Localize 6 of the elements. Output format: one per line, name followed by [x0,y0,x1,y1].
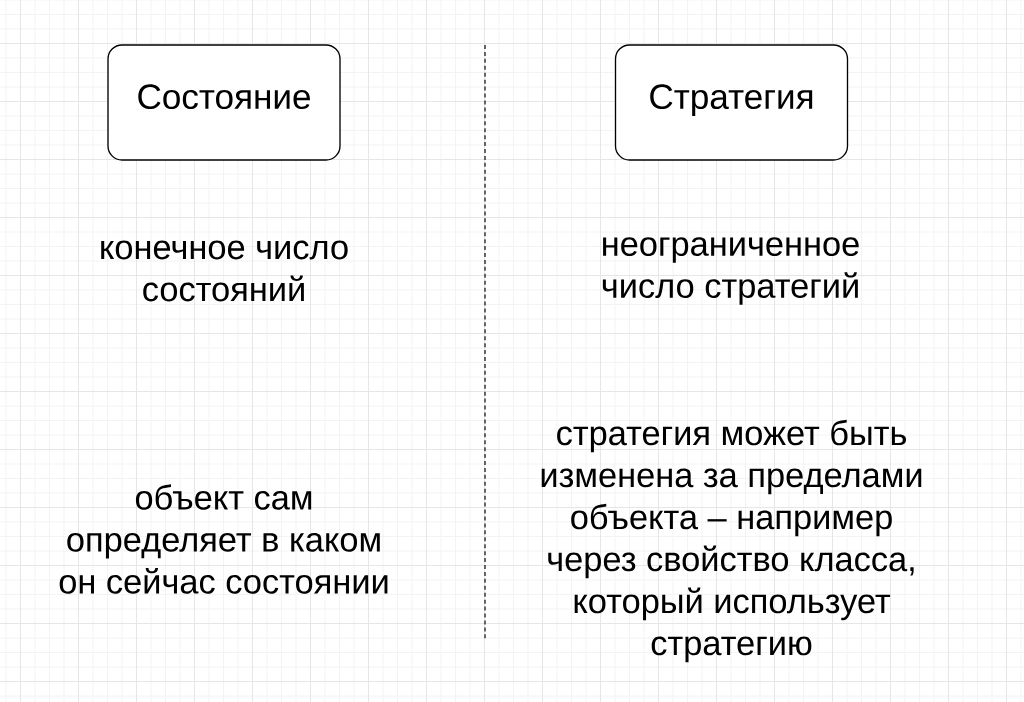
note-text: конечное число состояний [101,240,348,302]
rounded-box: Стратегия [614,44,849,161]
rounded-box: Состояние [107,44,341,161]
note-text: стратегия может быть изменена за пределами объекта – например через свойство класса, который использует стратегию [541,419,922,663]
note-text: неограниченное число стратегий [602,237,859,305]
note-text: объект сам определяет в каком он сейчас состоянии [59,484,388,594]
